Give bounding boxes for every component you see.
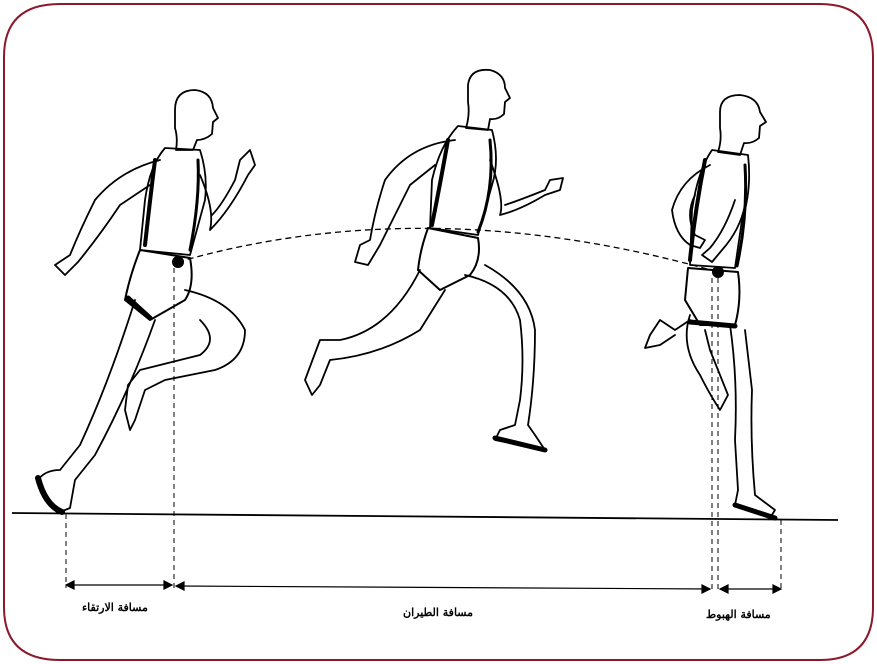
runner-landing-figure <box>645 95 775 518</box>
ground-line <box>12 513 838 520</box>
runner-takeoff-figure <box>38 90 255 512</box>
landing-distance-label: مسافة الهبوط <box>706 608 771 621</box>
frame-border <box>4 4 873 660</box>
trajectory-dashed-arc <box>178 228 718 272</box>
flight-distance-label: مسافة الطيران <box>403 606 473 619</box>
measurement-arrows <box>66 581 781 593</box>
center-of-mass-dot-3 <box>712 266 724 278</box>
center-of-mass-dot-1 <box>172 256 184 268</box>
runner-flight-figure <box>305 70 563 450</box>
takeoff-distance-label: مسافة الارتقاء <box>82 601 148 614</box>
vertical-guides <box>66 268 781 592</box>
